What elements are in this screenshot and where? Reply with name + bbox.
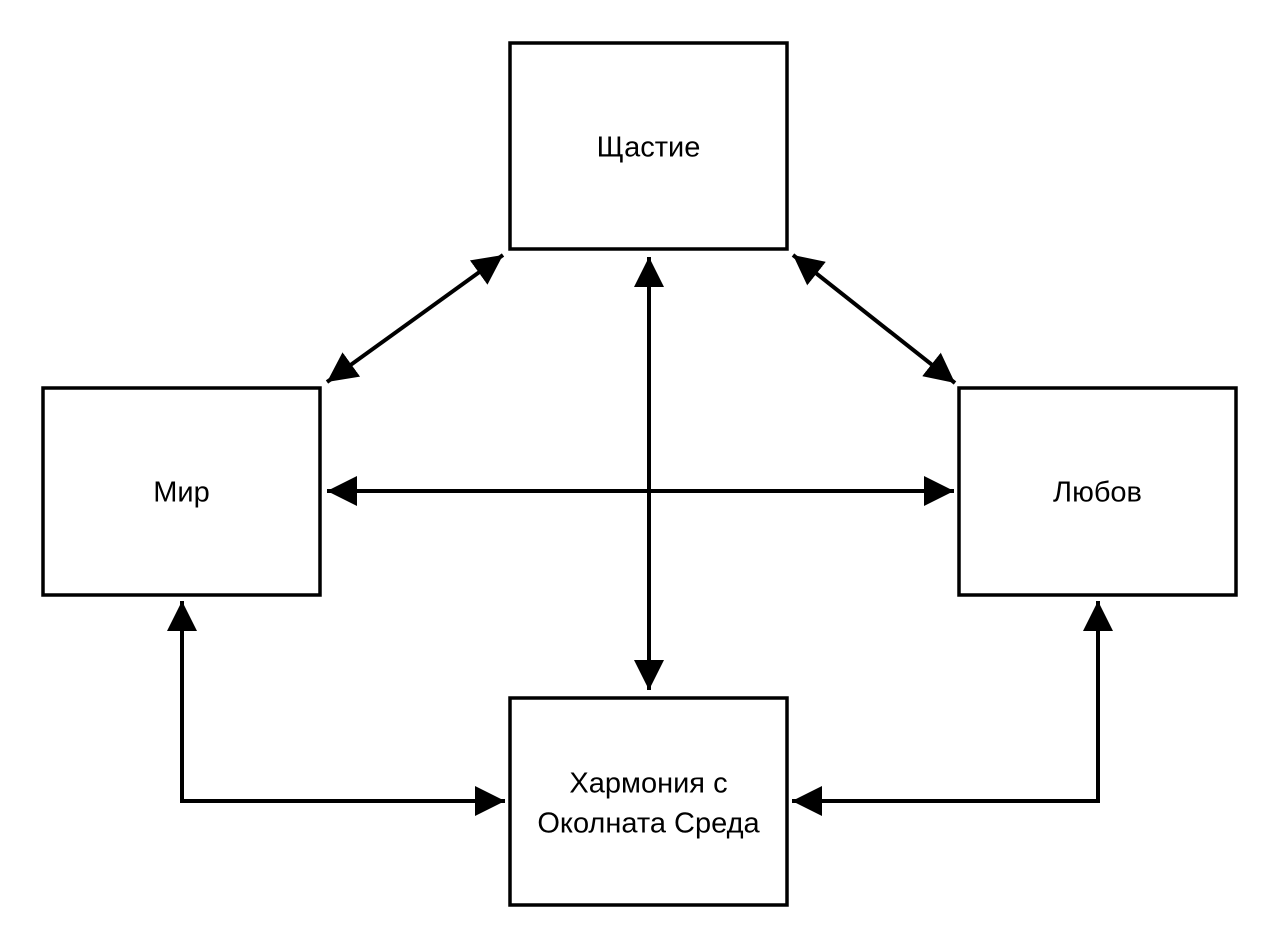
edge-happiness-peace [325, 253, 505, 384]
node-happiness: Щастие [508, 41, 789, 251]
node-happiness-label: Щастие [597, 132, 701, 164]
edge-happiness-love [791, 253, 957, 385]
node-peace: Мир [41, 386, 322, 597]
node-harmony: Хармония с Околната Среда [508, 696, 789, 907]
node-happiness-box [508, 41, 789, 251]
node-peace-label: Мир [153, 477, 210, 509]
edges [167, 253, 1113, 816]
node-harmony-label-line1: Хармония с [569, 768, 727, 800]
node-harmony-box [508, 696, 789, 907]
edge-peace-harmony [167, 601, 505, 816]
node-love-label: Любов [1053, 477, 1142, 509]
node-peace-box [41, 386, 322, 597]
node-harmony-label-line2: Околната Среда [537, 808, 760, 840]
edge-love-harmony [792, 601, 1113, 816]
node-love: Любов [957, 386, 1238, 597]
node-love-box [957, 386, 1238, 597]
